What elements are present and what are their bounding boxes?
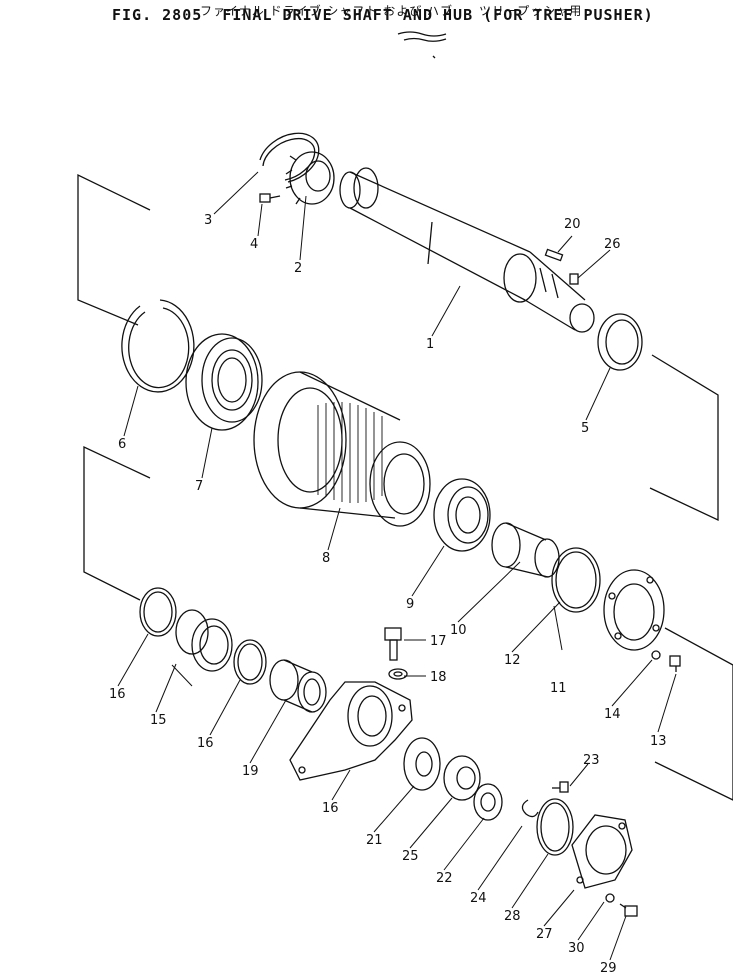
callout-23: 22 <box>436 871 453 886</box>
callout-30: 29 <box>600 961 617 972</box>
callout-31: 30 <box>568 941 585 956</box>
callout-16b: 16 <box>197 736 214 751</box>
callout-labels: 1 2 3 4 5 6 7 8 9 10 11 12 13 14 15 16 1… <box>109 213 667 972</box>
callout-8: 8 <box>322 551 330 566</box>
part-washer-19 <box>388 668 408 680</box>
part-washer-31 <box>605 893 615 903</box>
callout-4: 4 <box>250 237 258 252</box>
part-shaft <box>339 167 595 333</box>
callout-29: 28 <box>504 909 521 924</box>
part-bolt-24 <box>552 781 569 793</box>
part-bolt-18 <box>384 627 402 661</box>
part-seal-set <box>175 609 233 672</box>
callout-27: 26 <box>604 237 621 252</box>
part-nut <box>443 755 481 801</box>
part-cover <box>571 814 633 889</box>
callout-15: 15 <box>150 713 167 728</box>
figure-caption: FINAL DRIVE SHAFT AND HUB (FOR TREE PUSH… <box>222 6 654 24</box>
group-bracket-lines <box>77 173 733 801</box>
part-housing <box>289 681 413 781</box>
callout-leader-lines <box>117 171 677 961</box>
part-o-ring-16a <box>139 587 177 637</box>
part-retainer <box>603 569 665 651</box>
callout-16a: 16 <box>109 687 126 702</box>
part-bearing-large <box>185 333 263 431</box>
callout-13: 13 <box>650 734 667 749</box>
part-bolt-30 <box>619 903 638 917</box>
part-thrust-washer <box>403 737 441 791</box>
part-clip <box>521 799 539 818</box>
figure-number: FIG. 2805 <box>112 6 203 24</box>
title-scribble <box>397 31 447 59</box>
callout-9: 9 <box>406 597 414 612</box>
part-plug <box>569 273 579 285</box>
callout-22: 21 <box>366 833 383 848</box>
callout-10: 10 <box>450 623 467 638</box>
callout-18: 17 <box>430 634 447 649</box>
callout-26: 25 <box>402 849 419 864</box>
part-o-ring <box>551 547 601 613</box>
part-pin <box>544 248 564 262</box>
callout-17: 16 <box>322 801 339 816</box>
part-seal-ring <box>597 313 643 371</box>
part-hub <box>253 371 431 527</box>
callout-20: 19 <box>242 764 259 779</box>
part-lock-plate <box>473 783 503 821</box>
callout-11: 11 <box>550 681 567 696</box>
callout-1: 1 <box>426 337 434 352</box>
callout-12: 12 <box>504 653 521 668</box>
japanese-title: ファイナル ドライブ シャフト および ハブ ツリープッシャ用 <box>200 4 583 18</box>
part-o-ring-16b <box>233 639 267 685</box>
hub-spline-lines <box>317 402 383 503</box>
callout-25: 24 <box>470 891 487 906</box>
part-washer-bolt <box>651 650 681 672</box>
part-bearing-small <box>433 478 491 552</box>
callout-21: 20 <box>564 217 581 232</box>
part-bushing <box>269 659 327 713</box>
callout-19: 18 <box>430 670 447 685</box>
callout-5: 5 <box>581 421 589 436</box>
callout-7: 7 <box>195 479 203 494</box>
part-castle-nut <box>285 151 335 205</box>
callout-2: 2 <box>294 261 302 276</box>
part-sleeve <box>491 522 560 578</box>
part-snap-ring-large <box>121 299 195 393</box>
callout-14: 14 <box>604 707 621 722</box>
figure-title: FIG. 2805 FINAL DRIVE SHAFT AND HUB (FOR… <box>112 6 654 24</box>
callout-24: 23 <box>583 753 600 768</box>
callout-3: 3 <box>204 213 212 228</box>
part-snap-ring <box>259 132 320 183</box>
part-o-ring-29 <box>536 798 574 856</box>
part-set-screw <box>259 193 281 203</box>
callout-6: 6 <box>118 437 126 452</box>
callout-28: 27 <box>536 927 553 942</box>
